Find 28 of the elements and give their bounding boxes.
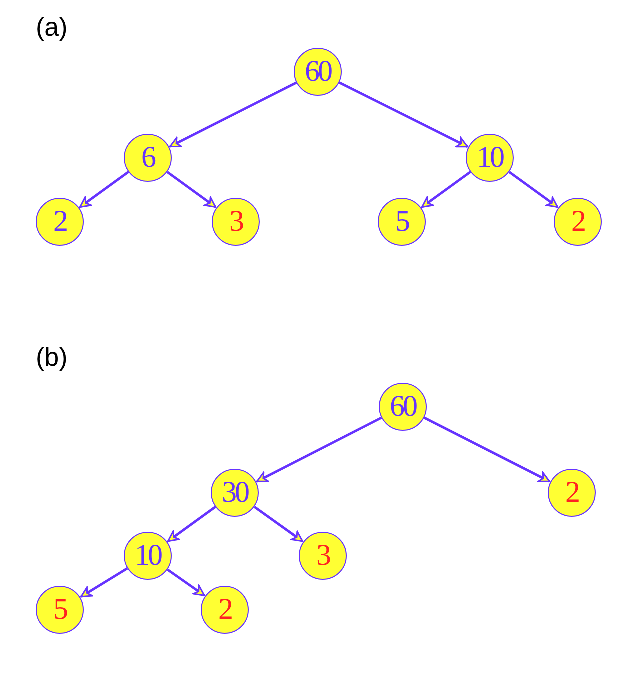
arrow <box>168 506 216 542</box>
node-value: 5 <box>54 595 66 625</box>
panel-label: (a) <box>36 14 68 40</box>
node-value: 3 <box>230 207 242 237</box>
node-value: 3 <box>316 541 330 571</box>
node-value: 60 <box>390 392 416 422</box>
arrow <box>256 416 382 483</box>
arrow <box>80 567 128 598</box>
node-value: 2 <box>218 595 232 625</box>
node-value: 60 <box>305 57 331 87</box>
node-value: 30 <box>222 478 248 508</box>
node-value: 10 <box>477 143 503 173</box>
node-value: 5 <box>396 207 408 237</box>
arrow <box>79 171 130 208</box>
arrow <box>421 171 472 208</box>
node-value: 2 <box>572 207 584 237</box>
arrow <box>508 171 559 208</box>
arrow <box>424 416 550 483</box>
node-value: 6 <box>142 143 154 173</box>
arrow <box>338 82 468 148</box>
arrow <box>166 568 206 597</box>
panel-label: (b) <box>36 344 68 370</box>
arrow <box>254 506 304 542</box>
node-value: 2 <box>566 478 578 508</box>
arrow <box>170 82 298 148</box>
node-value: 10 <box>135 541 161 571</box>
arrow <box>166 171 217 208</box>
node-value: 2 <box>54 207 66 237</box>
